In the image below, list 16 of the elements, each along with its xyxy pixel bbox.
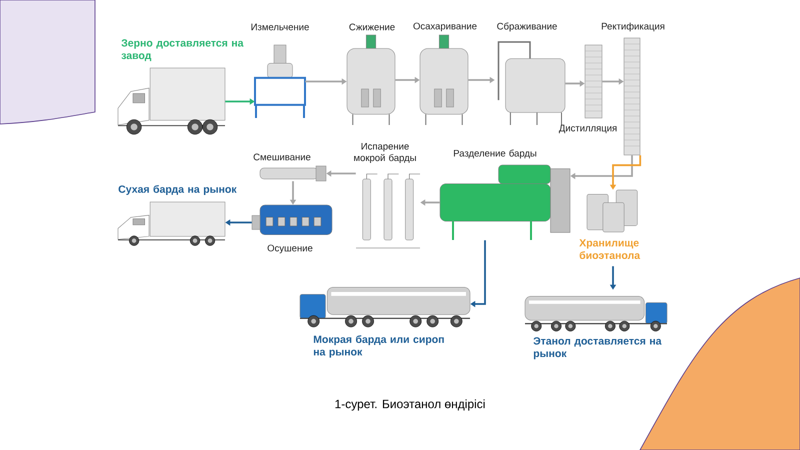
step-label: Разделение барды bbox=[454, 150, 536, 158]
step-label: Сбраживание bbox=[497, 22, 557, 32]
step-label: Испарение мокрой барды bbox=[354, 143, 416, 163]
caption: 1-сурет. Биоэтанол өндірісі bbox=[335, 399, 485, 411]
step-label: Осахаривание bbox=[413, 22, 477, 32]
step-label: Зерно доставляется на завод bbox=[121, 39, 244, 62]
step-label: Этанол доставляется на рынок bbox=[534, 337, 662, 360]
step-label: Дистилляция bbox=[558, 124, 616, 134]
step-label: Смешивание bbox=[254, 154, 310, 160]
step-label: Ректификация bbox=[602, 22, 664, 32]
step-label: Осушение bbox=[268, 244, 312, 254]
step-label: Измельчение bbox=[251, 24, 309, 30]
step-label: Хранилище биоэтанола bbox=[579, 239, 640, 260]
step-label: Мокрая барда или сироп на рынок bbox=[314, 335, 444, 358]
step-label: Сухая барда на рынок bbox=[118, 185, 237, 195]
step-label: Сжижение bbox=[349, 24, 395, 30]
